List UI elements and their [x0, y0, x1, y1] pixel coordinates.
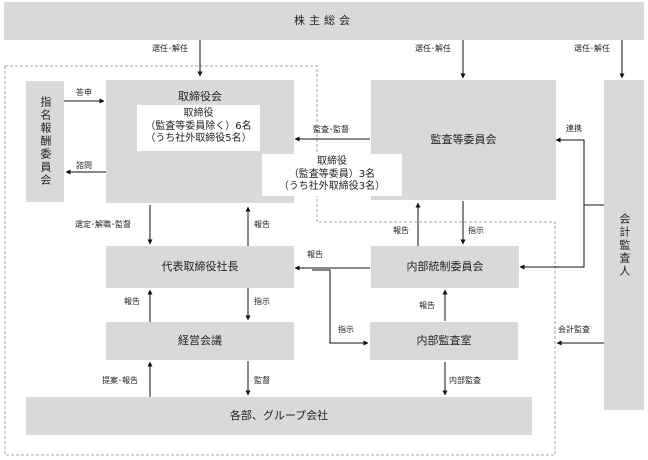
label-inquiry: 諮問 [76, 161, 92, 170]
note-line: （うち社外取締役5名） [145, 133, 252, 144]
departments-group-box: 各部、グループ会社 [26, 397, 532, 435]
label-report-from-management: 報告 [124, 297, 140, 306]
dashed-boundary [4, 65, 556, 456]
label-report-to-president: 報告 [307, 250, 323, 259]
note-line: （うち社外取締役3名） [278, 181, 386, 192]
label-internal-audit: 内部監査 [449, 376, 481, 385]
label-report-to-board: 報告 [254, 220, 270, 229]
note-line: （監査等委員除く）6名 [145, 120, 252, 132]
label-accounting-audit: 会計監査 [558, 325, 590, 334]
accounting-auditor-box: 会計監査人 [604, 80, 644, 410]
label-elect-board: 選任･解任 [152, 44, 188, 53]
label-elect-accounting: 選任･解任 [574, 44, 610, 53]
note-line: （監査等委員）3名 [288, 168, 376, 180]
label-appoint-dismiss-supervise: 選定･解職･監督 [75, 220, 131, 229]
board-directors-note: 取締役 （監査等委員除く）6名 （うち社外取締役5名） [137, 105, 260, 151]
management-meeting-box: 経営会議 [106, 322, 294, 360]
audit-directors-note: 取締役 （監査等委員）3名 （うち社外取締役3名） [262, 154, 402, 196]
label-propose-report: 提案･報告 [102, 376, 138, 385]
label-audit-supervise: 監査･監督 [313, 125, 349, 134]
label-instruct-internal-audit: 指示 [338, 325, 354, 334]
label-cooperation: 連携 [566, 124, 582, 133]
label-report-to-audit: 報告 [393, 226, 409, 235]
internal-control-committee-box: 内部統制委員会 [371, 246, 519, 288]
nomination-committee-box: 指名報酬委員会 [26, 81, 64, 202]
note-line: 取締役 [317, 156, 347, 167]
label-elect-audit: 選任･解任 [415, 44, 451, 53]
internal-audit-office-box: 内部監査室 [370, 322, 518, 360]
board-title: 取締役会 [178, 90, 222, 103]
label-report-from-internal-audit: 報告 [419, 301, 435, 310]
president-box: 代表取締役社長 [106, 246, 294, 288]
label-report-answer: 答申 [76, 88, 92, 97]
label-supervise: 監督 [254, 376, 270, 385]
label-instruct-internal-control: 指示 [468, 226, 484, 235]
label-instruct-management: 指示 [254, 297, 270, 306]
shareholders-meeting-box: 株主総会 [4, 2, 644, 40]
note-line: 取締役 [183, 108, 214, 119]
